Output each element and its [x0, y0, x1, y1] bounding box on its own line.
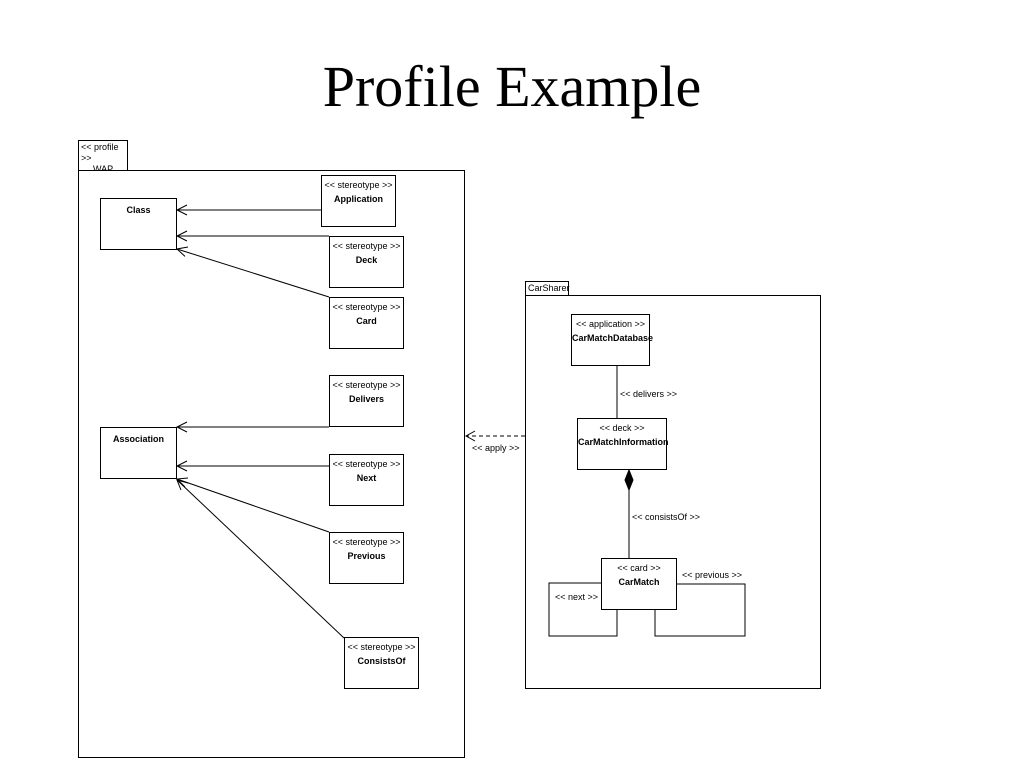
arrowhead-application	[175, 204, 188, 216]
apply-label: << apply >>	[472, 443, 520, 453]
information-name: CarMatchInformation	[578, 437, 669, 447]
stereotype-name: Next	[356, 473, 377, 483]
stereotype-name: Delivers	[348, 394, 385, 404]
stereotype-keyword: << stereotype >>	[347, 642, 416, 652]
previous-label: << previous >>	[682, 570, 743, 580]
arrowhead-card	[175, 246, 189, 257]
arrowhead-consistsof	[176, 479, 189, 491]
delivers-label: << delivers >>	[620, 389, 678, 399]
information-stereotype: << deck >>	[599, 423, 645, 433]
stereotype-keyword: << stereotype >>	[332, 241, 401, 251]
carmatch-information: << deck >> CarMatchInformation	[577, 418, 669, 470]
stereotype-name: ConsistsOf	[357, 656, 406, 666]
arrowhead-next	[175, 460, 188, 472]
stereotype-consistsof: << stereotype >> ConsistsOf	[344, 637, 419, 689]
stereotype-name: Card	[356, 316, 377, 326]
stereotype-previous: << stereotype >> Previous	[329, 532, 404, 584]
extension-consistsof-association	[176, 479, 345, 639]
arrowhead-apply	[464, 430, 476, 442]
carmatch-database: << application >> CarMatchDatabase	[571, 314, 654, 366]
profile-tab-stereotype: << profile >>	[81, 142, 119, 163]
previous-self-association	[654, 583, 746, 637]
extension-previous-association	[176, 478, 330, 533]
stereotype-card: << stereotype >> Card	[329, 297, 404, 349]
profile-package-tab: << profile >> WAP	[78, 140, 128, 174]
carmatch-card: << card >> CarMatch	[601, 558, 677, 610]
consists-of-label: << consistsOf >>	[632, 512, 701, 522]
stereotype-application: << stereotype >> Application	[321, 175, 396, 227]
stereotype-keyword: << stereotype >>	[324, 180, 393, 190]
arrowhead-previous	[175, 477, 189, 488]
stereotype-keyword: << stereotype >>	[332, 380, 401, 390]
stereotype-name: Previous	[347, 551, 386, 561]
arrowhead-delivers	[175, 421, 188, 433]
stereotype-name: Application	[334, 194, 383, 204]
stereotype-name: Deck	[355, 255, 378, 265]
stereotype-next: << stereotype >> Next	[329, 454, 404, 506]
card-name: CarMatch	[618, 577, 660, 587]
extension-card-class	[176, 248, 330, 298]
association-metaclass: Association	[100, 427, 177, 479]
composition-diamond	[624, 468, 634, 492]
stereotype-keyword: << stereotype >>	[332, 302, 401, 312]
stereotype-keyword: << stereotype >>	[332, 459, 401, 469]
database-stereotype: << application >>	[575, 319, 646, 329]
database-name: CarMatchDatabase	[572, 333, 654, 343]
stereotype-deck: << stereotype >> Deck	[329, 236, 404, 288]
next-label: << next >>	[555, 592, 599, 602]
class-metaclass: Class	[100, 198, 177, 250]
next-self-association	[548, 582, 618, 637]
class-name: Class	[126, 205, 151, 215]
association-name: Association	[112, 434, 164, 444]
card-stereotype: << card >>	[617, 563, 661, 573]
arrowhead-deck	[175, 230, 188, 242]
carsharer-tab-name: CarSharer	[528, 283, 570, 293]
stereotype-keyword: << stereotype >>	[332, 537, 401, 547]
page-title: Profile Example	[322, 54, 702, 119]
stereotype-delivers: << stereotype >> Delivers	[329, 375, 404, 427]
profile-tab-name: WAP	[93, 164, 114, 174]
